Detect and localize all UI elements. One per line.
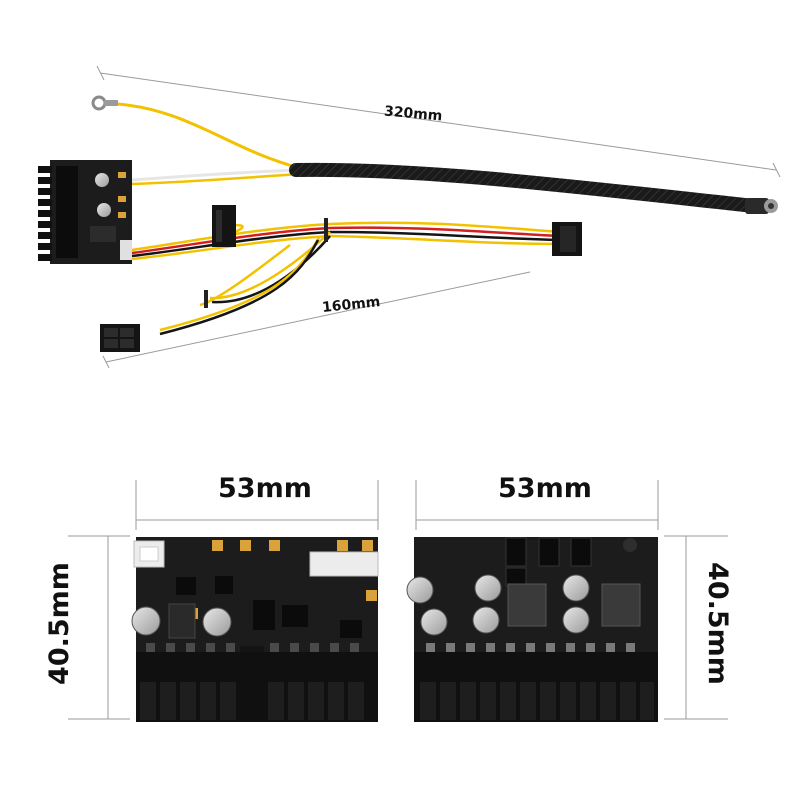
board-front xyxy=(68,480,379,722)
yellow-wire-long xyxy=(117,102,301,170)
dimension-line-long xyxy=(99,72,777,171)
board-width-label-front: 53mm xyxy=(218,473,312,504)
sata-connector-1 xyxy=(212,205,236,247)
cpu-connector xyxy=(100,324,140,352)
board-height-label-left: 40.5mm xyxy=(43,562,75,685)
board-back xyxy=(406,480,728,722)
board-height-label-right: 40.5mm xyxy=(701,562,733,685)
board-width-label-back: 53mm xyxy=(498,473,592,504)
dc-jack xyxy=(745,198,778,214)
dimension-line-short xyxy=(105,271,531,363)
ring-terminal xyxy=(91,95,118,111)
cable-board xyxy=(38,160,132,264)
braided-sleeve xyxy=(289,162,752,212)
sata-connector-2 xyxy=(552,222,582,256)
cable-assembly xyxy=(38,65,781,369)
wire-harness xyxy=(131,221,561,336)
